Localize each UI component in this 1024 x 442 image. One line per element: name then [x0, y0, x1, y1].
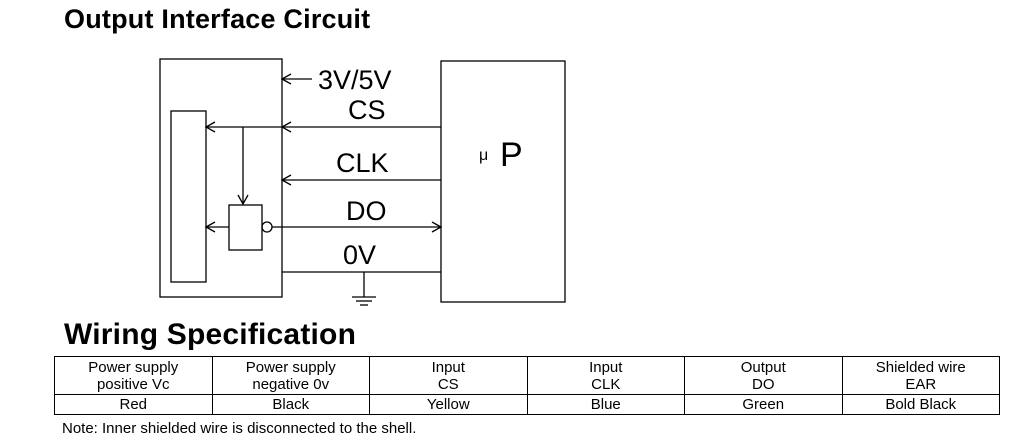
do-label: DO: [346, 196, 387, 226]
circuit-title: Output Interface Circuit: [64, 4, 371, 34]
clk-label: CLK: [336, 148, 389, 178]
encoder-box: [159, 58, 283, 298]
wire-color-cell: Green: [684, 394, 843, 415]
wiring-note: Note: Inner shielded wire is disconnecte…: [62, 420, 417, 437]
inner-block: [170, 110, 207, 283]
wire-color-cell: Yellow: [369, 394, 528, 415]
mcu-p-label: P: [500, 136, 523, 174]
mcu-box: [440, 60, 566, 303]
cs-label: CS: [348, 95, 386, 125]
wire-color-cell: Bold Black: [841, 394, 1000, 415]
output-gate: [228, 204, 263, 251]
wiring-title: Wiring Specification: [64, 318, 357, 351]
inverter-bubble: [261, 221, 273, 233]
circuit-diagram: 3V/5V CS CLK DO 0V μ P: [159, 58, 566, 306]
supply-label: 3V/5V: [318, 65, 392, 95]
0v-label: 0V: [343, 240, 376, 270]
mcu-mu-label: μ: [479, 147, 488, 164]
wire-color-cell: Blue: [526, 394, 685, 415]
wire-color-cell: Red: [54, 394, 213, 415]
wire-color-cell: Black: [211, 394, 370, 415]
table-row: Red Black Yellow Blue Green Bold Black: [54, 394, 1000, 415]
